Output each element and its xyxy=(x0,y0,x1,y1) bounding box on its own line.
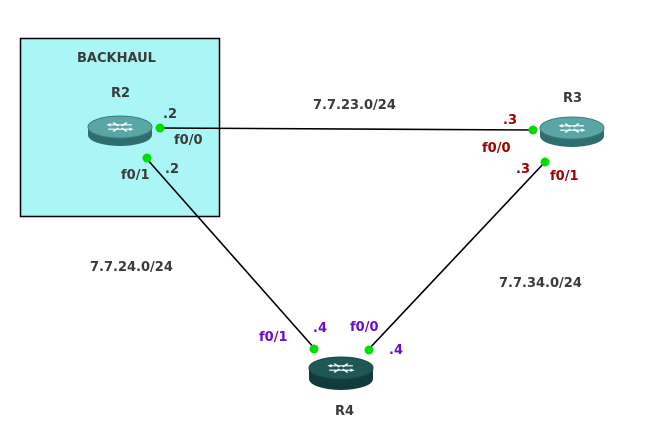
r3-f00-ip: .3 xyxy=(503,113,517,128)
link-status-dot xyxy=(364,345,374,355)
link-status-dot xyxy=(540,157,550,167)
router-r2[interactable] xyxy=(87,115,153,146)
backhaul-zone-label: BACKHAUL xyxy=(77,51,156,66)
subnet-label-r3-r4: 7.7.34.0/24 xyxy=(499,276,582,291)
router-r2-label: R2 xyxy=(111,86,130,101)
r3-f00-name: f0/0 xyxy=(482,141,511,156)
r4-f00-ip: .4 xyxy=(389,343,403,358)
r2-f01-ip: .2 xyxy=(165,162,179,177)
r3-f01-ip: .3 xyxy=(516,162,530,177)
link-status-dot xyxy=(528,125,538,135)
link-status-dot xyxy=(309,344,319,354)
link-r3-r4[interactable] xyxy=(367,161,546,351)
r2-f00-name: f0/0 xyxy=(174,133,203,148)
r4-f01-name: f0/1 xyxy=(259,330,288,345)
router-r3-label: R3 xyxy=(563,91,582,106)
r4-f00-name: f0/0 xyxy=(350,320,379,335)
router-r4-label: R4 xyxy=(335,404,354,419)
r3-f01-name: f0/1 xyxy=(550,169,579,184)
link-status-dot xyxy=(142,153,152,163)
router-r3[interactable] xyxy=(539,116,605,147)
r2-f00-ip: .2 xyxy=(163,107,177,122)
subnet-label-r2-r4: 7.7.24.0/24 xyxy=(90,260,173,275)
link-r2-r4[interactable] xyxy=(145,157,316,350)
subnet-label-r2-r3: 7.7.23.0/24 xyxy=(313,98,396,113)
link-r2-r3[interactable] xyxy=(159,127,534,131)
link-status-dot xyxy=(155,123,165,133)
r4-f01-ip: .4 xyxy=(313,321,327,336)
router-r4[interactable] xyxy=(308,356,374,390)
r2-f01-name: f0/1 xyxy=(121,168,150,183)
